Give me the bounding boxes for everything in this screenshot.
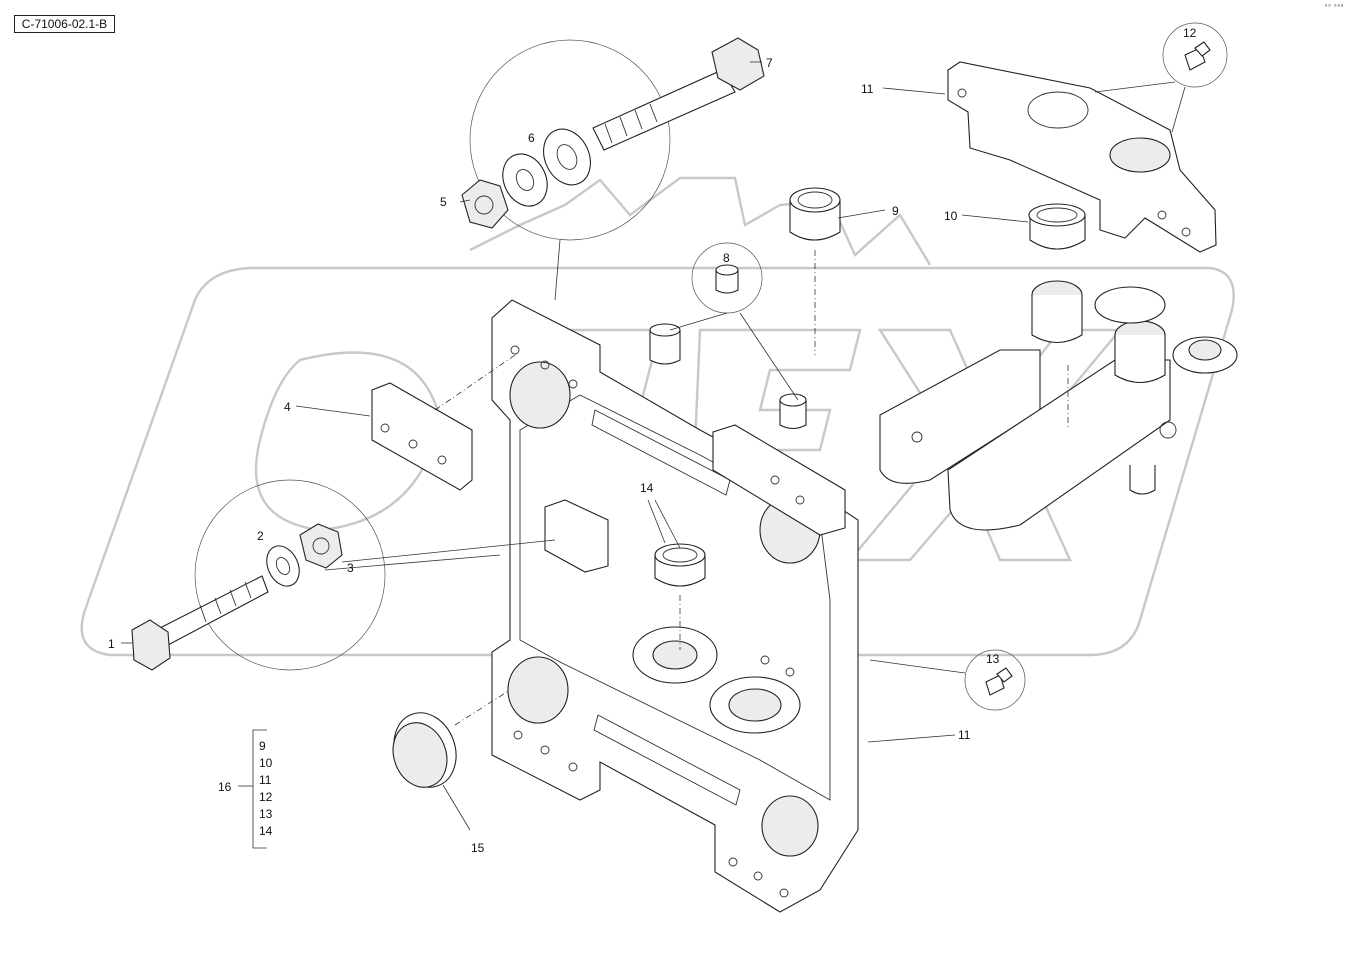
callout-3: 3 <box>347 561 354 575</box>
bushing-14 <box>654 543 706 587</box>
corner-mark: ᵉᵒ ᵉᵃᵃ <box>1325 4 1344 10</box>
bushing-9 <box>789 187 841 241</box>
cylinder-assembly <box>879 280 1238 531</box>
callout-7: 7 <box>766 56 773 70</box>
nut-3 <box>299 523 343 569</box>
axis-line-4 <box>434 354 516 411</box>
callout-6: 6 <box>528 131 535 145</box>
kit-item: 14 <box>259 824 273 838</box>
callout-15: 15 <box>471 841 485 855</box>
washer-2 <box>266 545 300 587</box>
kit-item: 11 <box>259 773 272 787</box>
detail-circle-upper <box>469 39 671 241</box>
plate-4 <box>371 382 473 491</box>
kit-number: 16 <box>218 780 232 794</box>
callout-9: 9 <box>892 204 899 218</box>
callout-11-upper: 11 <box>861 82 874 96</box>
washer-6 <box>502 128 591 207</box>
callout-1: 1 <box>108 637 115 651</box>
kit-bracket <box>252 729 267 849</box>
bolt-1 <box>131 575 269 671</box>
cap-15 <box>392 712 457 788</box>
callout-5: 5 <box>440 195 447 209</box>
kit-item: 10 <box>259 756 273 770</box>
callout-2: 2 <box>257 529 264 543</box>
callout-10: 10 <box>944 209 958 223</box>
drawing-reference-label: C-71006-02.1-B <box>14 15 115 33</box>
kit-item: 9 <box>259 739 266 753</box>
bolt-7 <box>592 37 765 151</box>
callout-4: 4 <box>284 400 291 414</box>
kit-item: 13 <box>259 807 273 821</box>
callout-13: 13 <box>986 652 1000 666</box>
grease-nipple-12 <box>1162 22 1228 88</box>
kit-item: 12 <box>259 790 273 804</box>
bracket-11-upper <box>947 61 1217 253</box>
axis-line-15 <box>454 689 511 726</box>
callout-8: 8 <box>723 251 730 265</box>
callout-14: 14 <box>640 481 654 495</box>
callout-11-lower: 11 <box>958 728 971 742</box>
detail-circle-lower <box>194 479 386 671</box>
frame-11-main <box>491 299 859 913</box>
callout-12: 12 <box>1183 26 1197 40</box>
nut-5 <box>461 179 509 229</box>
bushing-10 <box>1028 203 1086 250</box>
grease-nipple-13 <box>964 649 1026 711</box>
